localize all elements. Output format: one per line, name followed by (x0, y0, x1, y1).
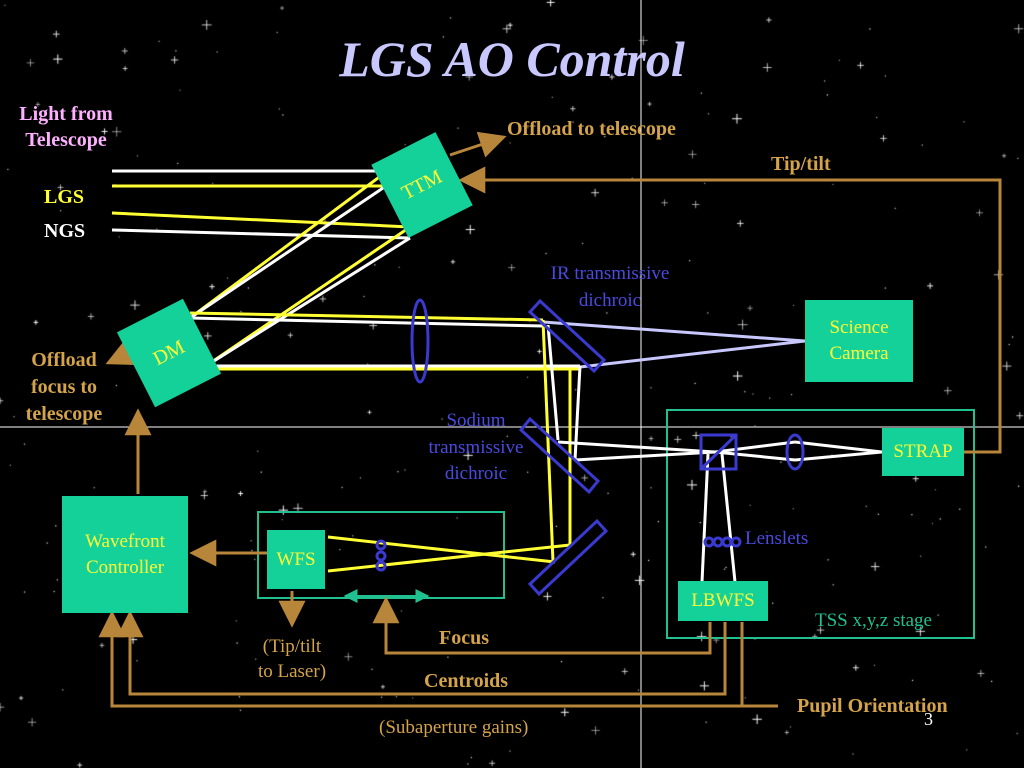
lgs-beam-lower (111, 211, 411, 229)
beam-dm-dichroic-ngs-top (189, 316, 544, 328)
tip-tilt-line (458, 166, 1002, 454)
lens-to-strap-lower (794, 450, 883, 462)
cube-to-lbwfs-right (720, 453, 737, 583)
slide-title: LGS AO Control (339, 31, 685, 87)
wfs-lenslet-2 (375, 550, 387, 562)
ngs-to-cube-lower (574, 450, 716, 462)
tip-tilt-laser-label: (Tip/tilt to Laser) (257, 636, 327, 682)
slide-number: 3 (924, 709, 933, 729)
fold-mirror (527, 518, 609, 597)
science-beam-lower (579, 339, 806, 369)
incoming-beams (111, 169, 411, 240)
lgs-to-wfs-upper (327, 535, 556, 564)
beam-ttm-dm-2 (189, 184, 387, 320)
wfs-lenslet-1 (375, 539, 387, 551)
beam-dm-dichroic-lgs-top (189, 311, 544, 322)
beam-splitter-diagonal (699, 433, 738, 471)
wfs-box[interactable]: WFS (267, 530, 325, 589)
tss-stage-frame (666, 409, 975, 639)
lbwfs-lenslet-3 (721, 536, 733, 548)
centroids-line (116, 610, 727, 696)
subaperture-gains-line (98, 610, 778, 708)
sodium-dichroic-mirror (518, 416, 601, 495)
pupil-orientation-label: Pupil Orientation (797, 695, 948, 717)
lbwfs-lenslet-2 (712, 536, 724, 548)
offload-telescope-arrow (449, 131, 507, 158)
wavefront-controller-box[interactable]: Wavefront Controller (62, 496, 188, 613)
strap-lens (785, 433, 805, 471)
lbwfs-lenslet-1 (703, 536, 715, 548)
ir-dichroic-label: IR transmissive dichroic (550, 263, 670, 311)
beam-splitter-cube (699, 433, 738, 471)
ngs-vertical-right (573, 365, 582, 461)
light-from-telescope-label: Light from Telescope (19, 103, 113, 151)
centroids-label: Centroids (424, 670, 509, 692)
wavefront-controller-label: Wavefront Controller (85, 530, 165, 578)
beam-ttm-dm-3 (205, 225, 411, 368)
pupil-orientation-stub (740, 622, 778, 708)
ngs-to-strap-beams (557, 440, 883, 583)
lens-to-strap-upper (794, 440, 883, 454)
cube-to-lbwfs-left (700, 453, 710, 583)
ngs-beam-lower (111, 228, 411, 240)
wfs-label: WFS (276, 548, 316, 570)
ngs-vertical-left (546, 324, 560, 441)
lgs-vertical-left (541, 319, 555, 563)
ir-dichroic-mirror (527, 298, 607, 374)
focus-label: Focus (439, 627, 489, 649)
beam-ttm-dm-1 (189, 170, 387, 320)
ngs-label: NGS (44, 220, 86, 242)
science-camera-box[interactable]: Science Camera (805, 300, 913, 382)
sodium-dichroic-label: Sodium transmissive dichroic (428, 410, 524, 485)
science-camera-label: Science Camera (829, 317, 889, 364)
lbwfs-label: LBWFS (691, 590, 755, 611)
beam-ttm-dm-4 (205, 236, 411, 368)
cube-to-lens-upper (714, 440, 796, 454)
strap-box[interactable]: STRAP (882, 428, 964, 476)
subaperture-gains-label: (Subaperture gains) (379, 717, 529, 738)
wfs-lenslet-3 (375, 560, 387, 572)
ngs-to-cube-upper (557, 440, 716, 454)
lenslets-label: Lenslets (745, 528, 809, 549)
offload-to-telescope-label: Offload to telescope (507, 118, 676, 140)
lbwfs-box[interactable]: LBWFS (678, 581, 768, 621)
lgs-label: LGS (44, 186, 85, 208)
signal-lines (98, 131, 1002, 708)
science-beam-upper (542, 320, 806, 343)
lgs-to-wfs-beams (327, 535, 571, 573)
tss-stage-label: TSS x,y,z stage (815, 610, 932, 631)
dm-label: DM (149, 335, 189, 370)
focus-line (372, 596, 712, 655)
lbwfs-lenslet-4 (730, 536, 742, 548)
relay-lens (410, 298, 430, 384)
ttm-to-dm-beams (189, 170, 411, 368)
optics (375, 298, 805, 597)
strap-label: STRAP (893, 441, 953, 462)
ttm-label: TTM (397, 165, 446, 204)
science-beams (542, 320, 806, 369)
lgs-to-wfs-lower (327, 543, 571, 573)
offload-focus-label: Offload focus to telescope (25, 349, 103, 425)
dm-to-dichroic-beams (189, 311, 580, 371)
tip-tilt-label: Tip/tilt (771, 153, 831, 175)
cube-to-lens-lower (714, 450, 796, 462)
